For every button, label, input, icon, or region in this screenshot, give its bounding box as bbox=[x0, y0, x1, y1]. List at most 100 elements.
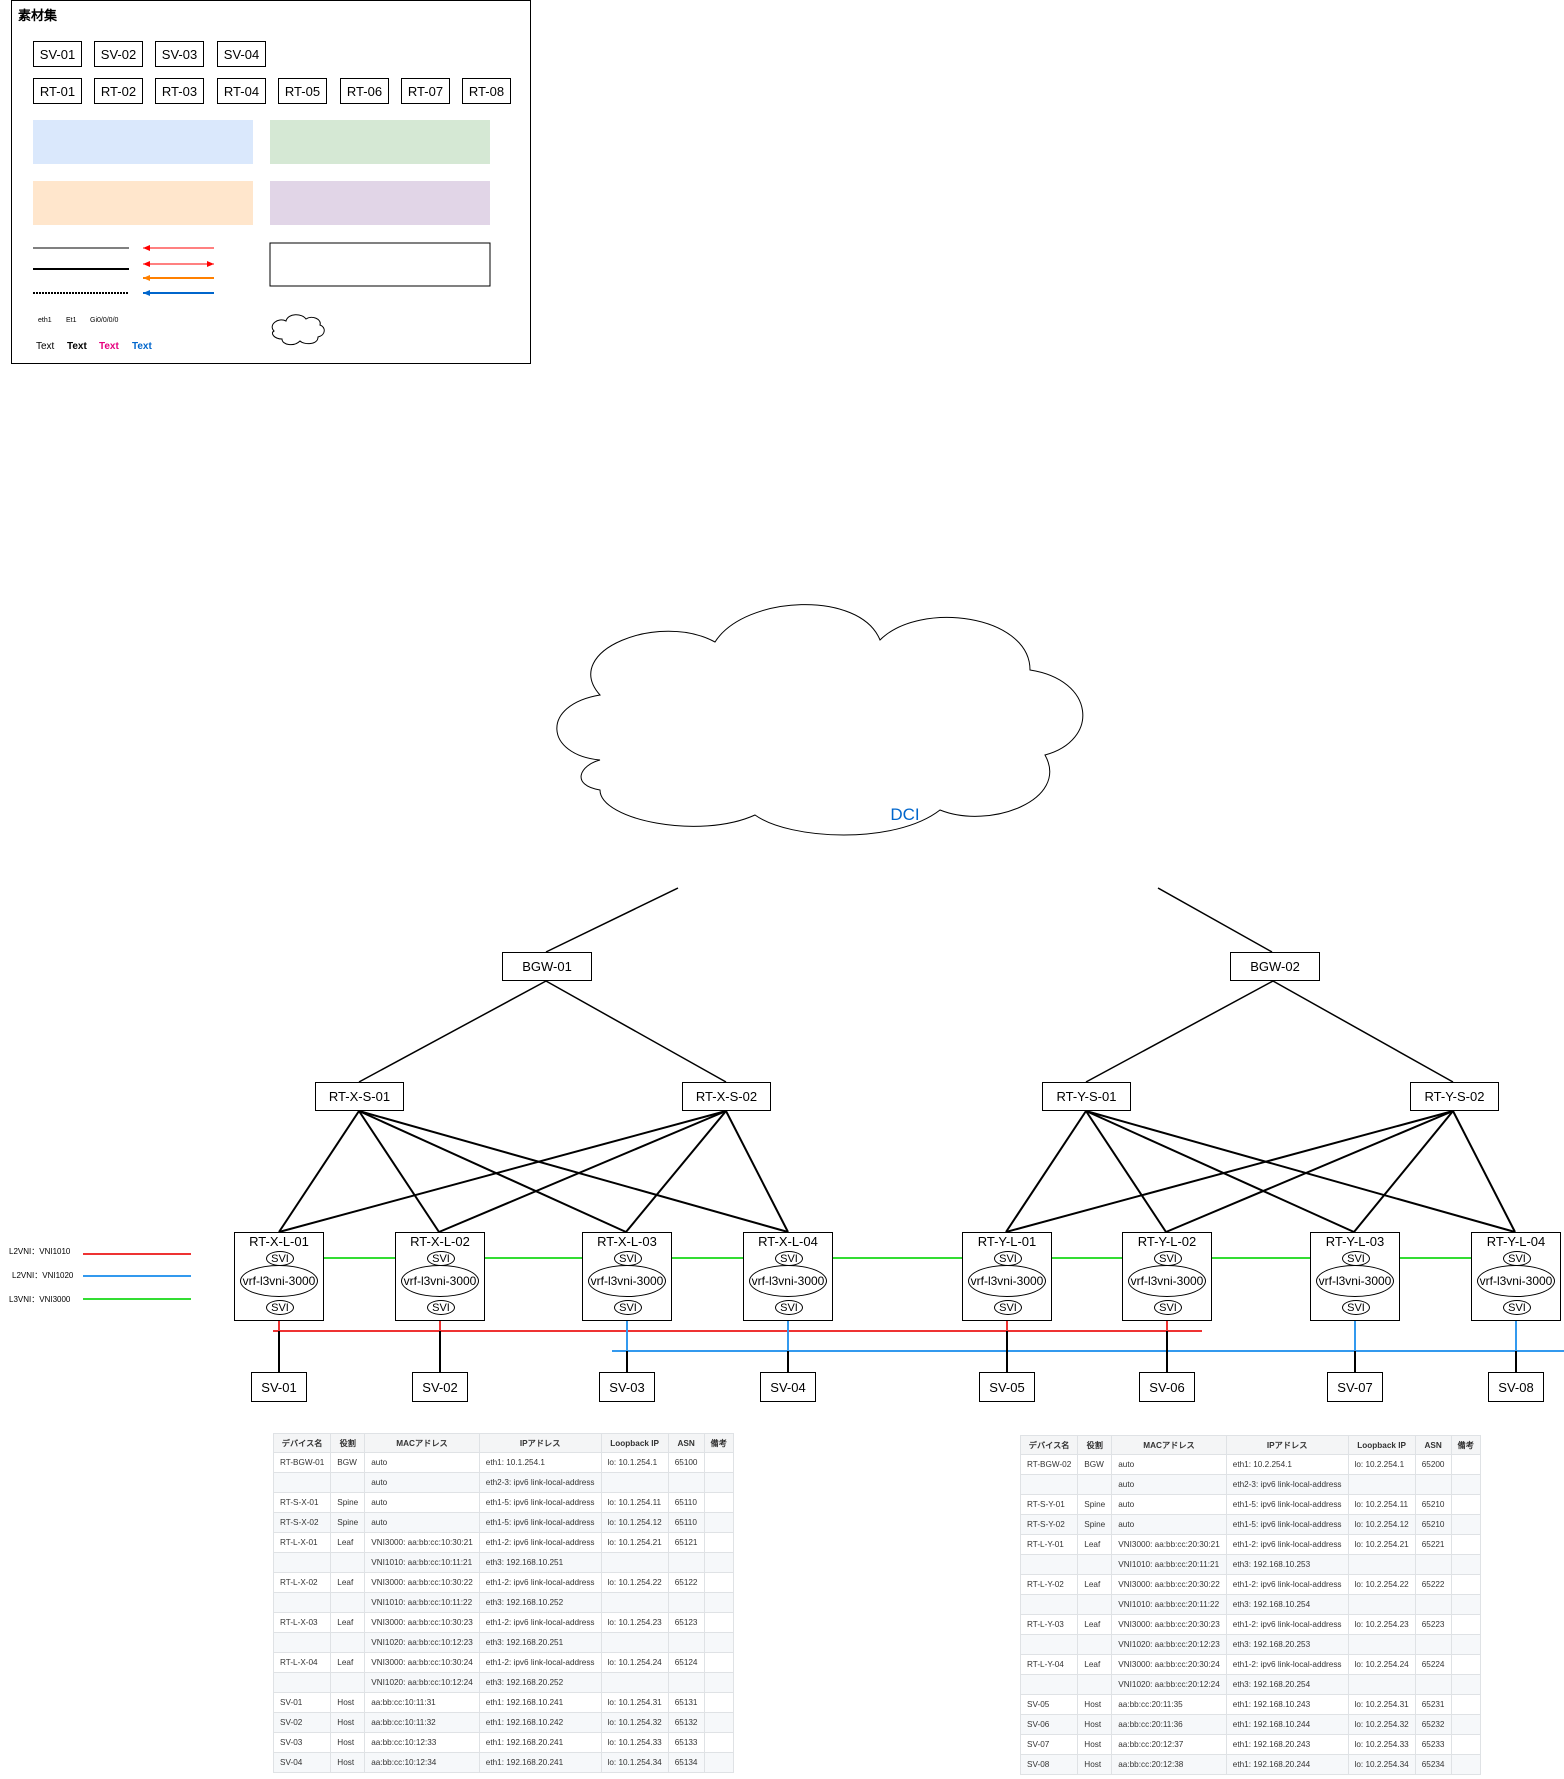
blank-rect[interactable] bbox=[269, 242, 491, 287]
leaf-node[interactable]: RT-Y-L-03 SVI vrf-l3vni-3000 SVI bbox=[1310, 1232, 1400, 1321]
palette-sv-box[interactable]: SV-01 bbox=[33, 41, 82, 67]
leaf-node[interactable]: RT-X-L-02 SVI vrf-l3vni-3000 SVI bbox=[395, 1232, 485, 1321]
dci-cloud[interactable] bbox=[556, 604, 1084, 836]
table-cell: VNI1010: aa:bb:cc:20:11:22 bbox=[1111, 1594, 1227, 1615]
svi-bottom: SVI bbox=[994, 1300, 1022, 1315]
server-node[interactable]: SV-03 bbox=[599, 1372, 655, 1402]
bgw-node[interactable]: BGW-02 bbox=[1230, 952, 1320, 981]
server-node[interactable]: SV-08 bbox=[1488, 1372, 1544, 1402]
table-cell bbox=[1077, 1634, 1113, 1655]
spine-node[interactable]: RT-X-S-02 bbox=[682, 1082, 771, 1111]
table-cell bbox=[1347, 1674, 1416, 1695]
server-node[interactable]: SV-05 bbox=[979, 1372, 1035, 1402]
table-cell: lo: 10.1.254.11 bbox=[600, 1492, 669, 1513]
table-cell bbox=[1019, 1674, 1079, 1695]
table-cell: aa:bb:cc:10:11:31 bbox=[364, 1692, 480, 1713]
server-node[interactable]: SV-07 bbox=[1327, 1372, 1383, 1402]
bgw-node[interactable]: BGW-01 bbox=[502, 952, 592, 981]
palette-rt-box[interactable]: RT-06 bbox=[340, 78, 389, 104]
spine-node[interactable]: RT-X-S-01 bbox=[315, 1082, 404, 1111]
palette-frame: 素材集 SV-01 SV-02 SV-03 SV-04 RT-01 RT-02 … bbox=[11, 0, 531, 364]
table-cell: lo: 10.2.254.34 bbox=[1347, 1754, 1416, 1775]
leaf-node[interactable]: RT-Y-L-01 SVI vrf-l3vni-3000 SVI bbox=[962, 1232, 1052, 1321]
table-cell: 65224 bbox=[1414, 1654, 1452, 1675]
table-cell bbox=[1450, 1514, 1481, 1535]
server-node[interactable]: SV-06 bbox=[1139, 1372, 1195, 1402]
leaf-node[interactable]: RT-Y-L-02 SVI vrf-l3vni-3000 SVI bbox=[1122, 1232, 1212, 1321]
table-cell: VNI1010: aa:bb:cc:10:11:22 bbox=[364, 1592, 480, 1613]
table-cell: VNI1020: aa:bb:cc:10:12:24 bbox=[364, 1672, 480, 1693]
palette-rt-box[interactable]: RT-03 bbox=[155, 78, 204, 104]
table-cell: aa:bb:cc:20:12:37 bbox=[1111, 1734, 1227, 1755]
table-cell: aa:bb:cc:10:12:33 bbox=[364, 1732, 480, 1753]
table-cell bbox=[1077, 1474, 1113, 1495]
server-node[interactable]: SV-04 bbox=[760, 1372, 816, 1402]
table-cell: SV-03 bbox=[272, 1732, 332, 1753]
leaf-name: RT-X-L-04 bbox=[758, 1234, 818, 1249]
leaf-node[interactable]: RT-X-L-03 SVI vrf-l3vni-3000 SVI bbox=[582, 1232, 672, 1321]
leaf-node[interactable]: RT-X-L-04 SVI vrf-l3vni-3000 SVI bbox=[743, 1232, 833, 1321]
table-cell: Leaf bbox=[1077, 1574, 1113, 1595]
palette-rt-box[interactable]: RT-01 bbox=[33, 78, 82, 104]
table-cell: VNI3000: aa:bb:cc:20:30:23 bbox=[1111, 1614, 1227, 1635]
text-sample[interactable]: Text bbox=[36, 341, 55, 352]
link-dci-bgw02 bbox=[1157, 887, 1273, 953]
leaf-node[interactable]: RT-Y-L-04 SVI vrf-l3vni-3000 SVI bbox=[1471, 1232, 1561, 1321]
green-swatch[interactable] bbox=[270, 120, 490, 164]
table-cell bbox=[1450, 1494, 1481, 1515]
table-cell: RT-BGW-02 bbox=[1019, 1454, 1079, 1475]
orange-swatch[interactable] bbox=[33, 181, 253, 225]
table-cell bbox=[1414, 1594, 1452, 1615]
text-sample[interactable]: Text bbox=[132, 341, 152, 352]
table-cell bbox=[1450, 1454, 1481, 1475]
table-cell: lo: 10.2.254.12 bbox=[1347, 1514, 1416, 1535]
table-cell: lo: 10.2.254.23 bbox=[1347, 1614, 1416, 1635]
table-cell: auto bbox=[1111, 1474, 1227, 1495]
palette-sv-box[interactable]: SV-04 bbox=[217, 41, 266, 67]
spine-leaf-links-y bbox=[1005, 1110, 1516, 1233]
leaf-node[interactable]: RT-X-L-01 SVI vrf-l3vni-3000 SVI bbox=[234, 1232, 324, 1321]
palette-rt-box[interactable]: RT-02 bbox=[94, 78, 143, 104]
server-node[interactable]: SV-02 bbox=[412, 1372, 468, 1402]
cloud-shape[interactable] bbox=[271, 314, 325, 346]
link-bgw-spine bbox=[358, 980, 547, 1083]
table-header: 備考 bbox=[1450, 1435, 1481, 1455]
table-cell bbox=[330, 1592, 366, 1613]
table-cell: lo: 10.2.254.33 bbox=[1347, 1734, 1416, 1755]
table-cell: eth1-5: ipv6 link-local-address bbox=[478, 1492, 602, 1513]
spine-node[interactable]: RT-Y-S-01 bbox=[1042, 1082, 1131, 1111]
table-cell: eth1-2: ipv6 link-local-address bbox=[1225, 1654, 1349, 1675]
palette-rt-box[interactable]: RT-08 bbox=[462, 78, 511, 104]
purple-swatch[interactable] bbox=[270, 181, 490, 225]
table-cell bbox=[703, 1632, 734, 1653]
svi-top: SVI bbox=[1503, 1251, 1531, 1266]
spine-node[interactable]: RT-Y-S-02 bbox=[1410, 1082, 1499, 1111]
table-cell: eth1: 10.1.254.1 bbox=[478, 1452, 602, 1473]
table-cell: VNI1020: aa:bb:cc:20:12:24 bbox=[1111, 1674, 1227, 1695]
palette-rt-box[interactable]: RT-05 bbox=[278, 78, 327, 104]
table-cell bbox=[1077, 1594, 1113, 1615]
table-cell: 65110 bbox=[667, 1512, 705, 1533]
table-cell: Spine bbox=[330, 1512, 366, 1533]
text-sample[interactable]: Text bbox=[99, 341, 119, 352]
palette-sv-box[interactable]: SV-03 bbox=[155, 41, 204, 67]
link-bgw-spine bbox=[1085, 980, 1274, 1083]
table-cell: 65234 bbox=[1414, 1754, 1452, 1775]
table-cell: VNI3000: aa:bb:cc:20:30:22 bbox=[1111, 1574, 1227, 1595]
table-cell: 65232 bbox=[1414, 1714, 1452, 1735]
table-header: Loopback IP bbox=[1347, 1435, 1416, 1455]
table-cell bbox=[703, 1592, 734, 1613]
server-node[interactable]: SV-01 bbox=[251, 1372, 307, 1402]
palette-rt-box[interactable]: RT-07 bbox=[401, 78, 450, 104]
table-cell: eth3: 192.168.10.254 bbox=[1225, 1594, 1349, 1615]
blue-swatch[interactable] bbox=[33, 120, 253, 164]
table-cell bbox=[703, 1492, 734, 1513]
table-header: 役割 bbox=[1077, 1435, 1113, 1455]
legend-label: L3VNI：VNI3000 bbox=[9, 1295, 71, 1304]
text-sample[interactable]: Text bbox=[67, 341, 87, 352]
palette-sv-box[interactable]: SV-02 bbox=[94, 41, 143, 67]
palette-rt-box[interactable]: RT-04 bbox=[217, 78, 266, 104]
